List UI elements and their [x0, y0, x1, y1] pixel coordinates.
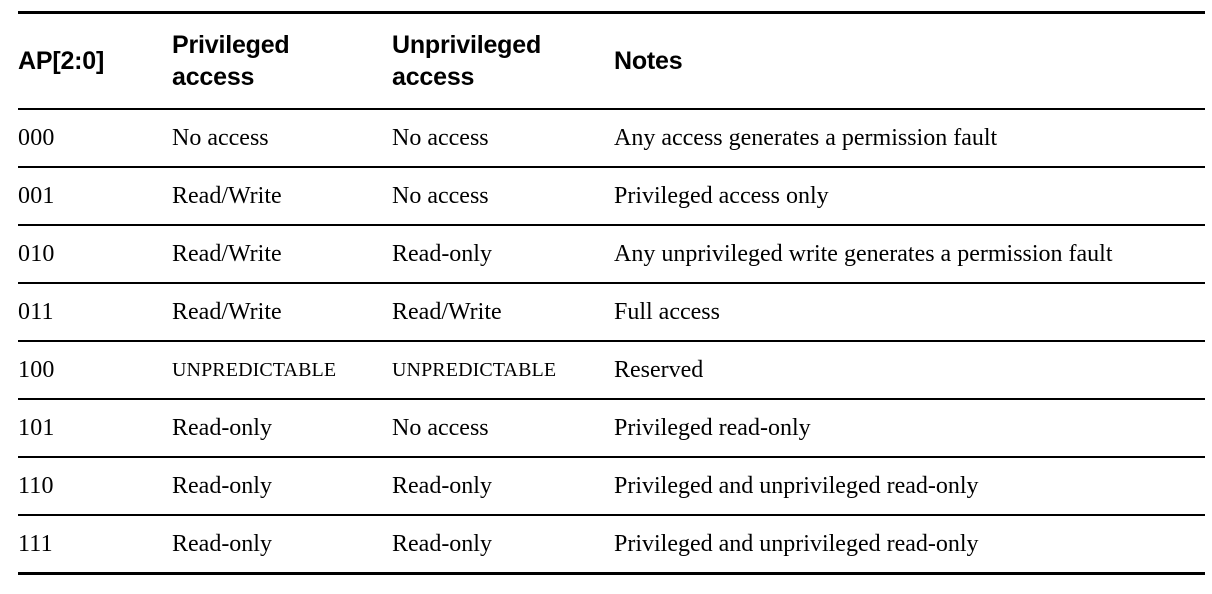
- cell-ap: 111: [18, 515, 172, 575]
- column-header-unprivileged-access-label: Unprivileged access: [392, 31, 542, 91]
- cell-unprivileged-access: Read-only: [392, 225, 614, 284]
- table-row: 000 No access No access Any access gener…: [18, 109, 1205, 168]
- column-header-notes: Notes: [614, 11, 1205, 110]
- cell-unprivileged-access: Read-only: [392, 457, 614, 516]
- table-row: 010 Read/Write Read-only Any unprivilege…: [18, 225, 1205, 284]
- cell-privileged-access: Read/Write: [172, 225, 392, 284]
- cell-privileged-access: UNPREDICTABLE: [172, 341, 392, 400]
- table-row: 110 Read-only Read-only Privileged and u…: [18, 457, 1205, 516]
- cell-privileged-access: No access: [172, 109, 392, 168]
- cell-privileged-access: Read-only: [172, 457, 392, 516]
- cell-notes: Privileged read-only: [614, 399, 1205, 458]
- table-header-row: AP[2:0] Privileged access Unprivileged a…: [18, 11, 1205, 110]
- cell-unprivileged-access: Read-only: [392, 515, 614, 575]
- access-permissions-table: AP[2:0] Privileged access Unprivileged a…: [18, 11, 1205, 575]
- column-header-unprivileged-access: Unprivileged access: [392, 11, 614, 110]
- column-header-privileged-access-label: Privileged access: [172, 31, 290, 91]
- cell-unprivileged-access: Read/Write: [392, 283, 614, 342]
- table-row: 111 Read-only Read-only Privileged and u…: [18, 515, 1205, 575]
- column-header-ap-label: AP[2:0]: [18, 47, 105, 75]
- cell-privileged-access: Read/Write: [172, 283, 392, 342]
- cell-ap: 110: [18, 457, 172, 516]
- cell-notes: Privileged access only: [614, 167, 1205, 226]
- permissions-table-container: AP[2:0] Privileged access Unprivileged a…: [18, 11, 1205, 575]
- table-header: AP[2:0] Privileged access Unprivileged a…: [18, 11, 1205, 110]
- cell-notes: Privileged and unprivileged read-only: [614, 457, 1205, 516]
- cell-ap: 001: [18, 167, 172, 226]
- cell-privileged-access: Read-only: [172, 399, 392, 458]
- cell-unprivileged-access: No access: [392, 109, 614, 168]
- cell-privileged-access: Read/Write: [172, 167, 392, 226]
- cell-ap: 101: [18, 399, 172, 458]
- cell-privileged-access: Read-only: [172, 515, 392, 575]
- cell-ap: 100: [18, 341, 172, 400]
- cell-unprivileged-access: No access: [392, 399, 614, 458]
- table-row: 101 Read-only No access Privileged read-…: [18, 399, 1205, 458]
- column-header-notes-label: Notes: [614, 47, 683, 75]
- cell-notes: Privileged and unprivileged read-only: [614, 515, 1205, 575]
- column-header-privileged-access: Privileged access: [172, 11, 392, 110]
- cell-unprivileged-access: UNPREDICTABLE: [392, 341, 614, 400]
- table-body: 000 No access No access Any access gener…: [18, 109, 1205, 575]
- cell-notes: Any unprivileged write generates a permi…: [614, 225, 1205, 284]
- cell-ap: 011: [18, 283, 172, 342]
- table-row: 100 UNPREDICTABLE UNPREDICTABLE Reserved: [18, 341, 1205, 400]
- column-header-ap: AP[2:0]: [18, 11, 172, 110]
- cell-notes: Reserved: [614, 341, 1205, 400]
- table-row: 001 Read/Write No access Privileged acce…: [18, 167, 1205, 226]
- cell-notes: Full access: [614, 283, 1205, 342]
- cell-unprivileged-access: No access: [392, 167, 614, 226]
- cell-ap: 010: [18, 225, 172, 284]
- cell-notes: Any access generates a permission fault: [614, 109, 1205, 168]
- cell-ap: 000: [18, 109, 172, 168]
- table-row: 011 Read/Write Read/Write Full access: [18, 283, 1205, 342]
